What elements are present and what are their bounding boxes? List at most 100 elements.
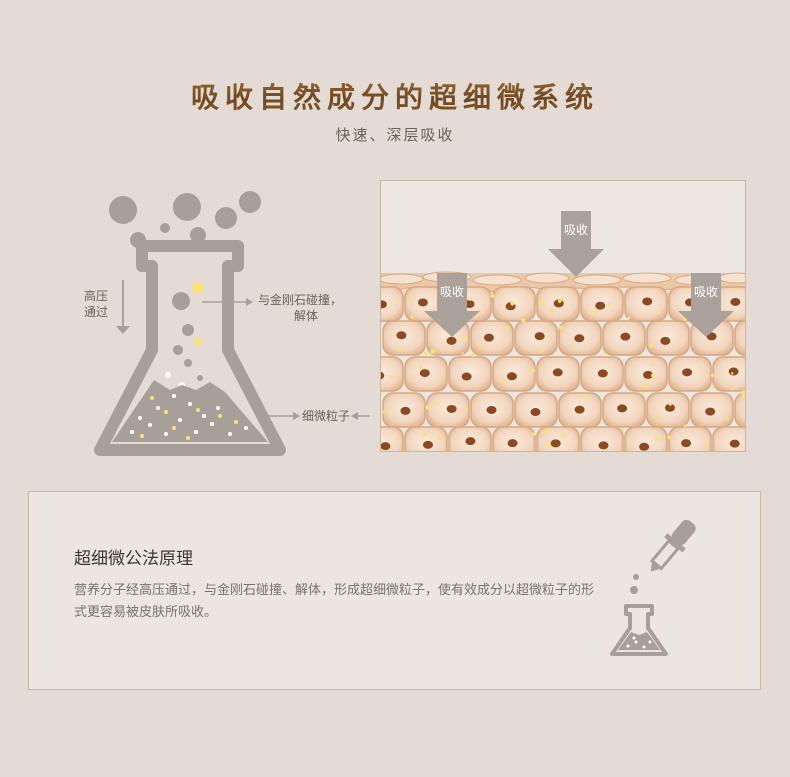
nutrient-particle: [607, 303, 612, 307]
skin-cell: [734, 320, 745, 356]
nutrient-particle: [521, 318, 526, 323]
nutrient-particle: [561, 433, 566, 439]
nutrient-particle: [410, 315, 414, 319]
nutrient-particle: [649, 342, 654, 348]
nutrient-particle: [725, 417, 729, 422]
cell-nucleus: [381, 442, 391, 451]
nutrient-particle: [409, 300, 413, 304]
nutrient-particle: [464, 407, 468, 411]
bubble-icon: [109, 196, 137, 224]
cell-nucleus: [574, 334, 585, 343]
bubble-icon: [215, 207, 237, 229]
cell-nucleus: [598, 441, 609, 450]
nutrient-particle: [398, 348, 402, 352]
cell-nucleus: [446, 404, 457, 413]
nutrient-particle: [651, 373, 655, 378]
nutrient-particle: [704, 344, 708, 348]
cell-nucleus: [381, 300, 387, 309]
nutrient-particle: [531, 432, 536, 436]
cell-nucleus: [595, 301, 606, 310]
dropper-flask-icon: [610, 519, 696, 656]
nutrient-particle: [546, 428, 550, 433]
cell-nucleus: [705, 407, 716, 416]
nutrient-particle: [650, 362, 655, 366]
cell-nucleus: [681, 439, 692, 448]
nutrient-particle: [741, 390, 745, 395]
cell-nucleus: [507, 439, 518, 448]
skin-cell: [492, 426, 536, 451]
nutrient-particle: [695, 360, 699, 363]
cell-nucleus: [530, 408, 541, 417]
nutrient-particle: [470, 353, 475, 358]
nutrient-particle: [546, 443, 552, 449]
flask-illustration: [94, 191, 378, 456]
nutrient-particle: [641, 391, 645, 395]
nutrient-particle: [731, 372, 734, 375]
principle-card: 超细微公法原理 营养分子经高压通过，与金刚石碰撞、解体，形成超细微粒子，使有效成…: [28, 491, 761, 690]
cell-nucleus: [461, 372, 472, 381]
nutrient-particle: [463, 336, 468, 341]
skin-cell: [404, 426, 448, 451]
cell-nucleus: [728, 367, 739, 376]
nutrient-particle: [541, 430, 546, 435]
nutrient-particle: [490, 293, 495, 298]
cell-nucleus: [639, 442, 650, 451]
nutrient-particle: [435, 402, 440, 407]
nutrient-particle: [461, 352, 464, 355]
nutrient-particle: [582, 393, 586, 398]
nutrient-particle: [572, 340, 576, 343]
nutrient-particle: [424, 351, 429, 356]
nutrient-particle: [539, 300, 545, 306]
skin-illustration: [381, 211, 745, 451]
arrow-down-icon: [116, 326, 130, 334]
cell-nucleus: [730, 297, 741, 306]
nutrient-particle: [643, 382, 649, 388]
cell-nucleus: [534, 332, 545, 341]
absorb-label-right: 吸收: [693, 285, 718, 299]
cell-nucleus: [396, 331, 407, 340]
nutrient-particle: [480, 345, 484, 349]
skin-cell: [668, 426, 712, 451]
nutrient-particle: [510, 301, 515, 306]
nutrient-particle: [627, 316, 631, 320]
label-high-pressure-2: 通过: [84, 305, 109, 319]
cell-nucleus: [660, 336, 671, 345]
nutrient-particle: [500, 294, 504, 297]
cell-nucleus: [400, 406, 411, 415]
nutrient-particle: [531, 368, 536, 373]
nutrient-particle: [558, 299, 562, 303]
nutrient-particle: [419, 365, 423, 370]
nutrient-particle: [655, 437, 659, 441]
cell-nucleus: [419, 369, 430, 378]
nutrient-particle: [409, 292, 413, 297]
nutrient-particle: [505, 325, 510, 331]
skin-cell: [734, 392, 745, 428]
cell-nucleus: [446, 336, 457, 345]
cell-nucleus: [422, 440, 433, 449]
skin-cell-diagram: 吸收 吸收 吸收: [380, 180, 746, 452]
cell-nucleus: [643, 370, 654, 379]
nutrient-particle: [731, 386, 735, 391]
flask-diagram: 高压 通过 与金刚石碰撞， 解体 细微粒子: [70, 180, 378, 460]
nutrient-particle: [382, 410, 386, 414]
skin-cell: [624, 426, 668, 451]
nutrient-particle: [668, 402, 672, 406]
arrow-right-icon: [246, 298, 253, 306]
nutrient-particle: [703, 441, 708, 445]
cell-nucleus: [574, 405, 585, 414]
bubble-icon: [160, 223, 170, 233]
bubble-icon: [173, 193, 201, 221]
nutrient-particle: [653, 414, 658, 419]
cell-nucleus: [506, 372, 517, 381]
principle-body: 营养分子经高压通过，与金刚石碰撞、解体，形成超细微粒子，使有效成分以超微粒子的形…: [74, 583, 595, 620]
nutrient-particle: [559, 325, 564, 330]
nutrient-particle: [437, 436, 442, 441]
nutrient-particle: [422, 432, 428, 437]
cell-nucleus: [729, 439, 740, 448]
cell-nucleus: [552, 368, 563, 377]
cell-nucleus: [381, 371, 385, 380]
nutrient-particle: [411, 323, 414, 327]
absorb-label-center: 吸收: [563, 223, 588, 237]
cell-nucleus: [664, 403, 675, 412]
nutrient-particle: [742, 395, 745, 398]
